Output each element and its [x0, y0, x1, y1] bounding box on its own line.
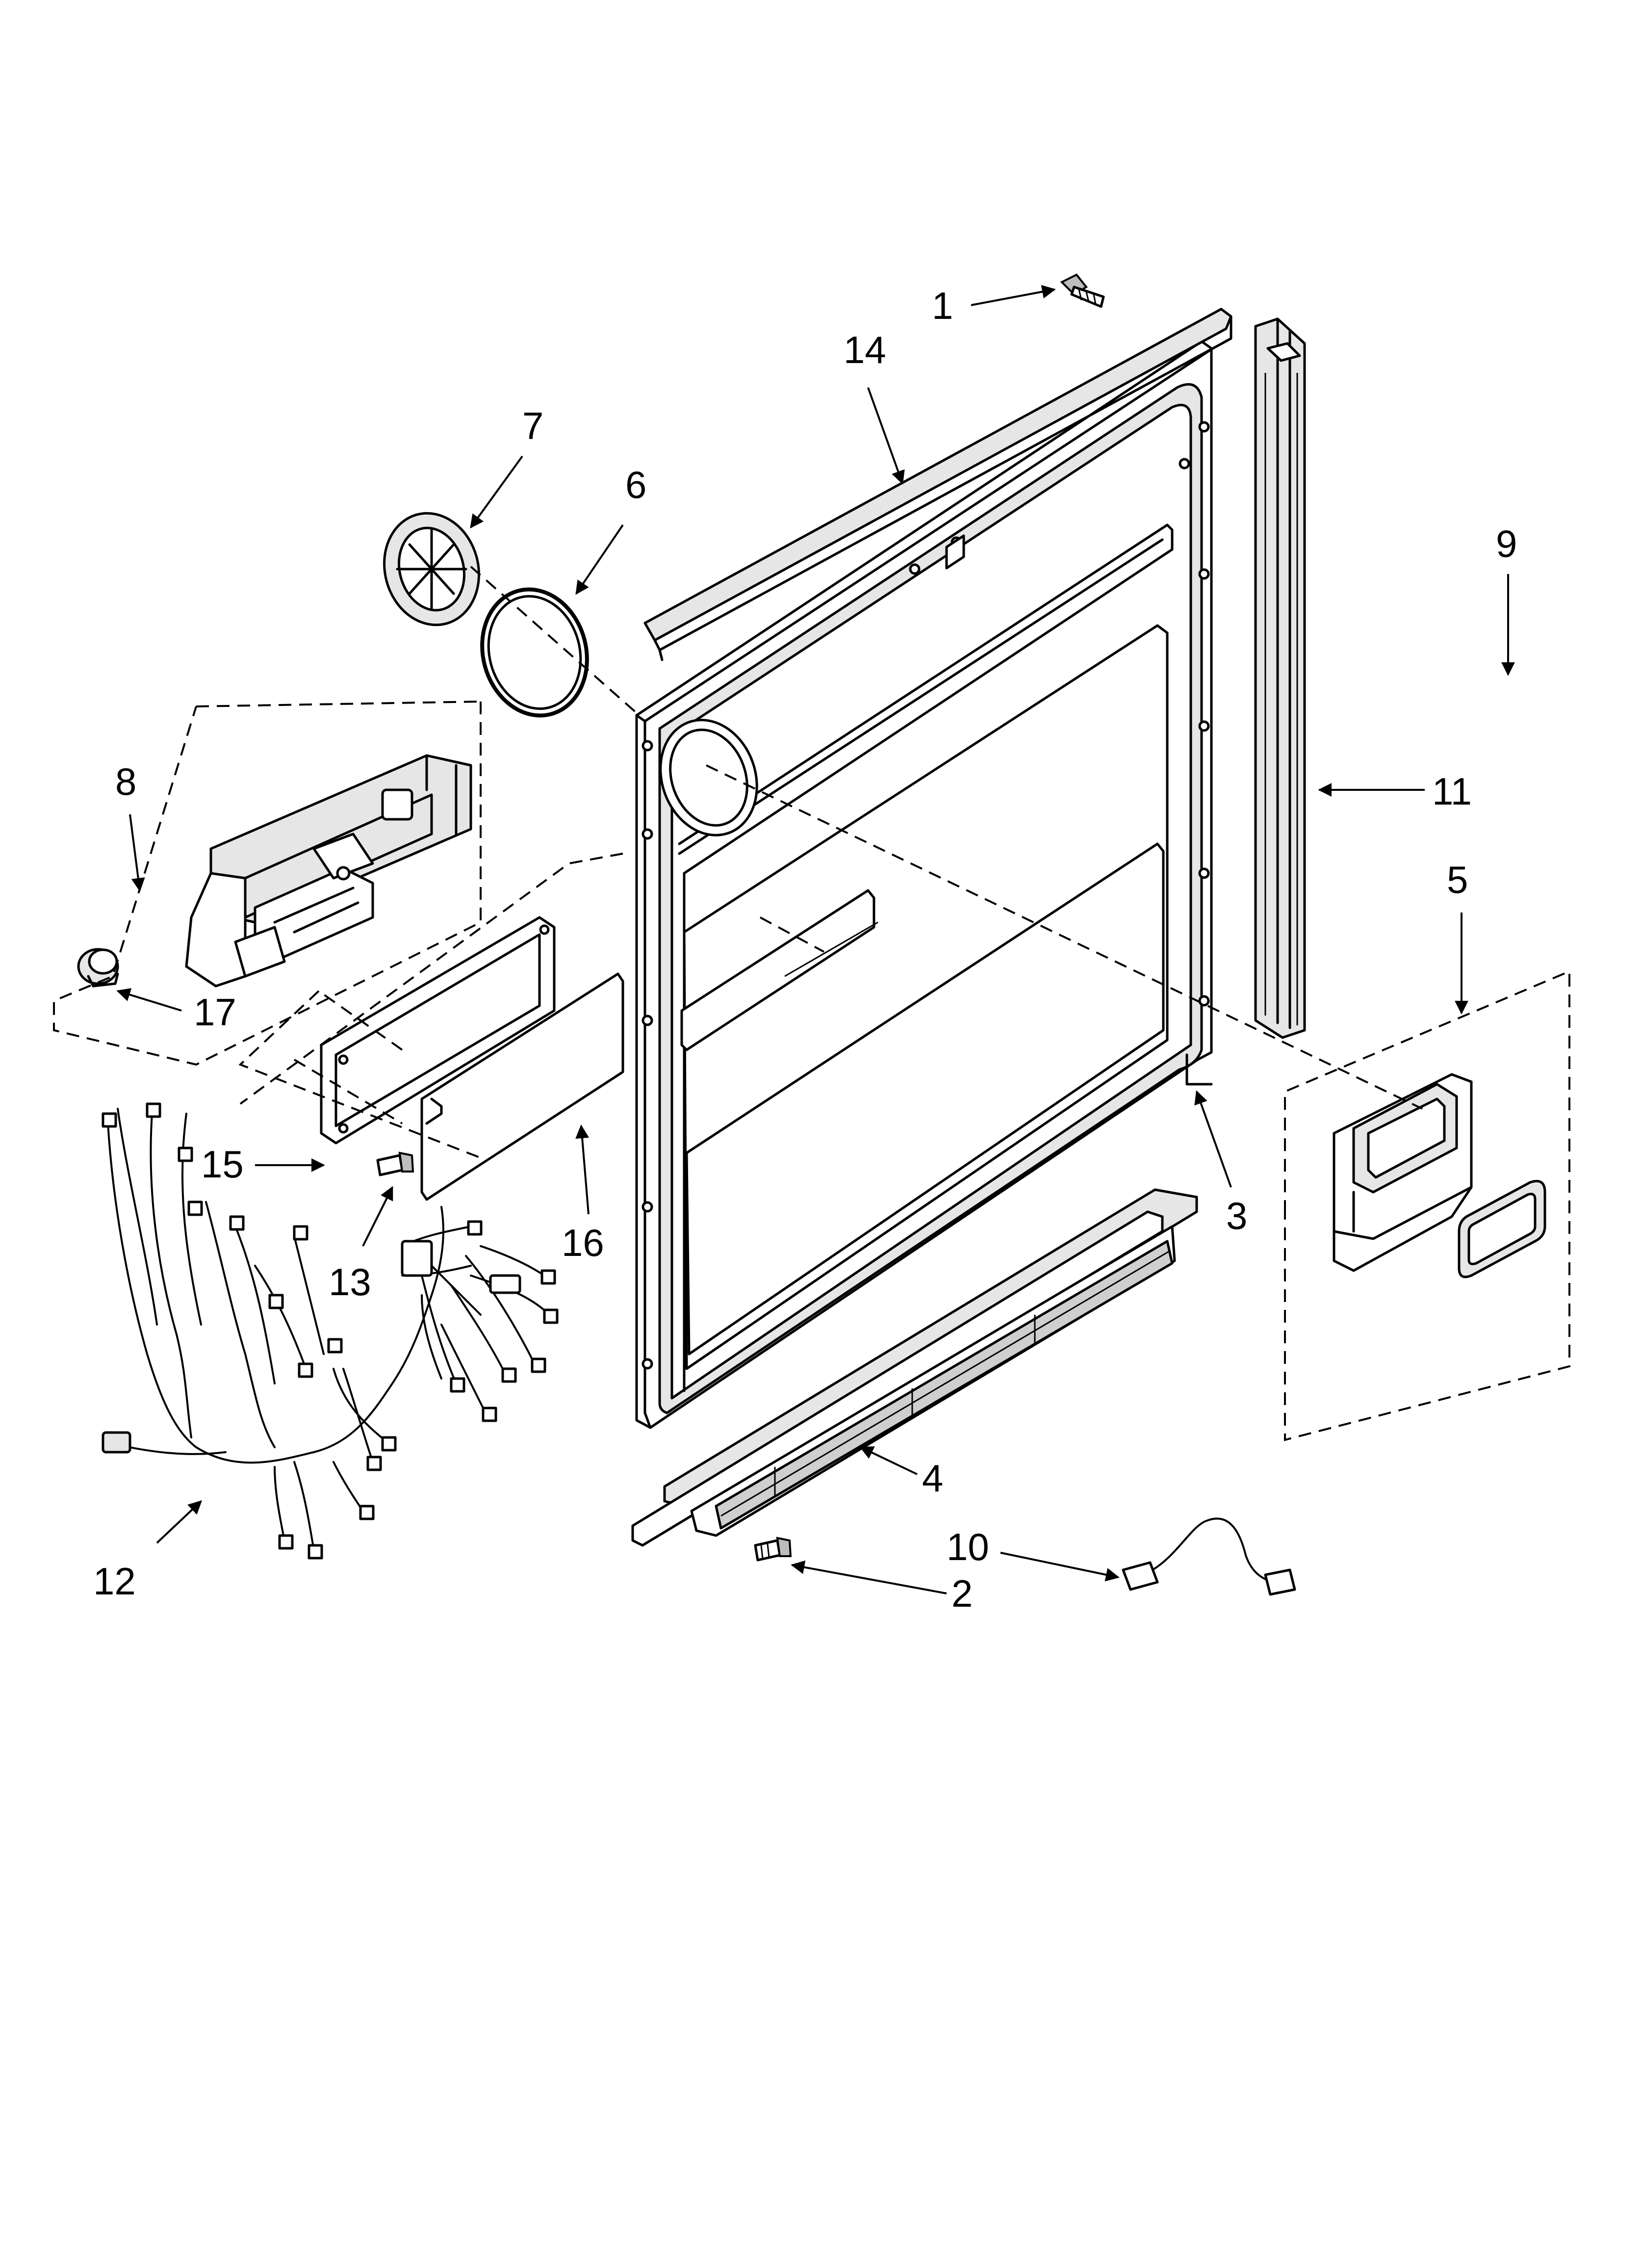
- callout-12: 12: [93, 1560, 136, 1603]
- panel-screw: [376, 1151, 414, 1176]
- callout-1: 1: [932, 284, 953, 327]
- callout-5: 5: [1447, 858, 1468, 901]
- side-trim: [1254, 317, 1306, 1039]
- callout-2: 2: [951, 1572, 973, 1615]
- callout-8: 8: [115, 760, 136, 803]
- bottom-trim: [631, 1188, 1198, 1547]
- callout-11: 11: [1432, 770, 1472, 813]
- callout-17: 17: [194, 991, 236, 1034]
- callout-13: 13: [329, 1260, 371, 1303]
- callout-6: 6: [625, 463, 646, 506]
- dispenser-seal: [1458, 1180, 1546, 1278]
- inner-door-panel: [635, 340, 1213, 1429]
- sensor-cable: [1122, 1517, 1296, 1596]
- callout-labels: 1 2 3 4 5 6 7 8 9 10 11 12 13 14 15 16 1…: [93, 284, 1517, 1615]
- dispenser-module: [1333, 1073, 1473, 1272]
- group-outlines: [53, 566, 1570, 1441]
- screw-top: [1060, 273, 1105, 308]
- control-board: [420, 972, 624, 1201]
- screw-bottom: [754, 1537, 792, 1562]
- top-trim: [643, 308, 1232, 661]
- callout-10: 10: [947, 1525, 989, 1568]
- callout-14: 14: [844, 328, 886, 371]
- callout-15: 15: [201, 1143, 244, 1186]
- callout-4: 4: [922, 1457, 943, 1500]
- callout-3: 3: [1226, 1194, 1247, 1237]
- dispenser-assembly: [185, 754, 472, 988]
- callout-9: 9: [1496, 522, 1517, 565]
- harness-connectors: [102, 1102, 559, 1560]
- vent-gasket: [480, 587, 589, 718]
- wire-harness: [102, 1102, 559, 1560]
- rinse-aid-cap: [77, 948, 119, 988]
- leader-lines: [116, 285, 1515, 1594]
- callout-7: 7: [522, 404, 543, 447]
- callout-16: 16: [562, 1221, 604, 1264]
- vent-louver: [383, 512, 480, 626]
